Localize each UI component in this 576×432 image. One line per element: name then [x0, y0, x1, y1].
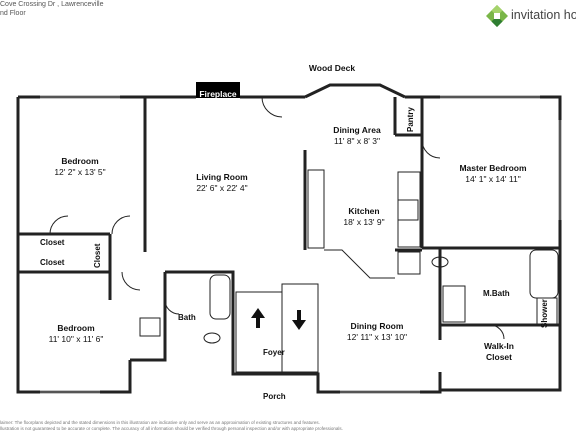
bath-vanity: [139, 317, 161, 337]
logo-text: invitation hor: [511, 8, 576, 22]
room-kitchen: Kitchen 18' x 13' 9": [343, 206, 385, 227]
door-swing: [164, 299, 180, 315]
door-swing: [421, 139, 441, 159]
room-living: Living Room 22' 6" x 22' 4": [196, 172, 248, 193]
shower-stall: [536, 297, 558, 325]
toilet: [203, 332, 221, 344]
stairs-up-arrow-shaft: [256, 318, 260, 328]
kitchen-island: [324, 249, 395, 279]
master-bath-label: M.Bath: [483, 289, 510, 298]
stairs-down-arrow: [292, 320, 306, 330]
room-walk-in-closet: Walk-In Closet: [484, 341, 514, 362]
stairs-down-arrow-shaft: [297, 310, 301, 320]
door-swing: [49, 215, 69, 235]
wood-deck-label: Wood Deck: [308, 63, 356, 73]
foyer-walls: [165, 270, 442, 394]
stairs-up-arrow: [251, 308, 265, 318]
closet-label-1: Closet: [40, 238, 65, 247]
door-swing: [121, 271, 141, 291]
master-vanity: [442, 285, 466, 323]
door-swing: [489, 324, 505, 340]
kitchen-counter-west: [307, 169, 325, 249]
foyer-label: Foyer: [263, 348, 285, 357]
porch-label: Porch: [263, 392, 286, 401]
disclaimer-line-2: llustration is not guaranteed to be accu…: [0, 426, 343, 431]
laundry-box: [397, 251, 421, 275]
bathtub: [209, 274, 231, 320]
disclaimer-line-1: laimer: The floorplans depicted and the …: [0, 420, 320, 425]
stairs-left: [235, 291, 283, 373]
room-master-bedroom: Master Bedroom 14' 1" x 14' 11": [459, 163, 527, 184]
room-bedroom-2: Bedroom 11' 10" x 11' 6": [48, 323, 104, 344]
door-swing: [111, 215, 131, 235]
room-dining-area: Dining Area 11' 8" x 8' 3": [333, 125, 381, 146]
shower-label: Shower: [540, 299, 549, 328]
master-toilet: [431, 256, 449, 268]
bay-window-wall: [304, 83, 406, 99]
invitation-homes-logo-icon: [486, 5, 508, 27]
bath-label: Bath: [178, 313, 196, 322]
room-dining: Dining Room 12' 11" x 13' 10": [346, 321, 408, 342]
fireplace-block: [196, 82, 240, 98]
kitchen-counter-east: [397, 171, 421, 248]
bath-south-wall: [130, 272, 167, 362]
stairs-right: [281, 283, 319, 373]
closet-label-2: Closet: [40, 258, 65, 267]
room-bedroom-1: Bedroom 12' 2" x 13' 5": [54, 156, 106, 177]
disclaimer: laimer: The floorplans depicted and the …: [0, 420, 576, 432]
master-bathtub: [529, 249, 559, 299]
floor-label: nd Floor: [0, 10, 26, 17]
company-logo: invitation hor: [484, 4, 576, 27]
door-swing: [261, 96, 283, 118]
address-text: Cove Crossing Dr , Lawrenceville: [0, 1, 104, 8]
west-wall: [16, 97, 132, 394]
fireplace-label: Fireplace: [199, 89, 237, 99]
closet-label-3: Closet: [93, 243, 102, 268]
kitchen-range: [397, 199, 419, 221]
